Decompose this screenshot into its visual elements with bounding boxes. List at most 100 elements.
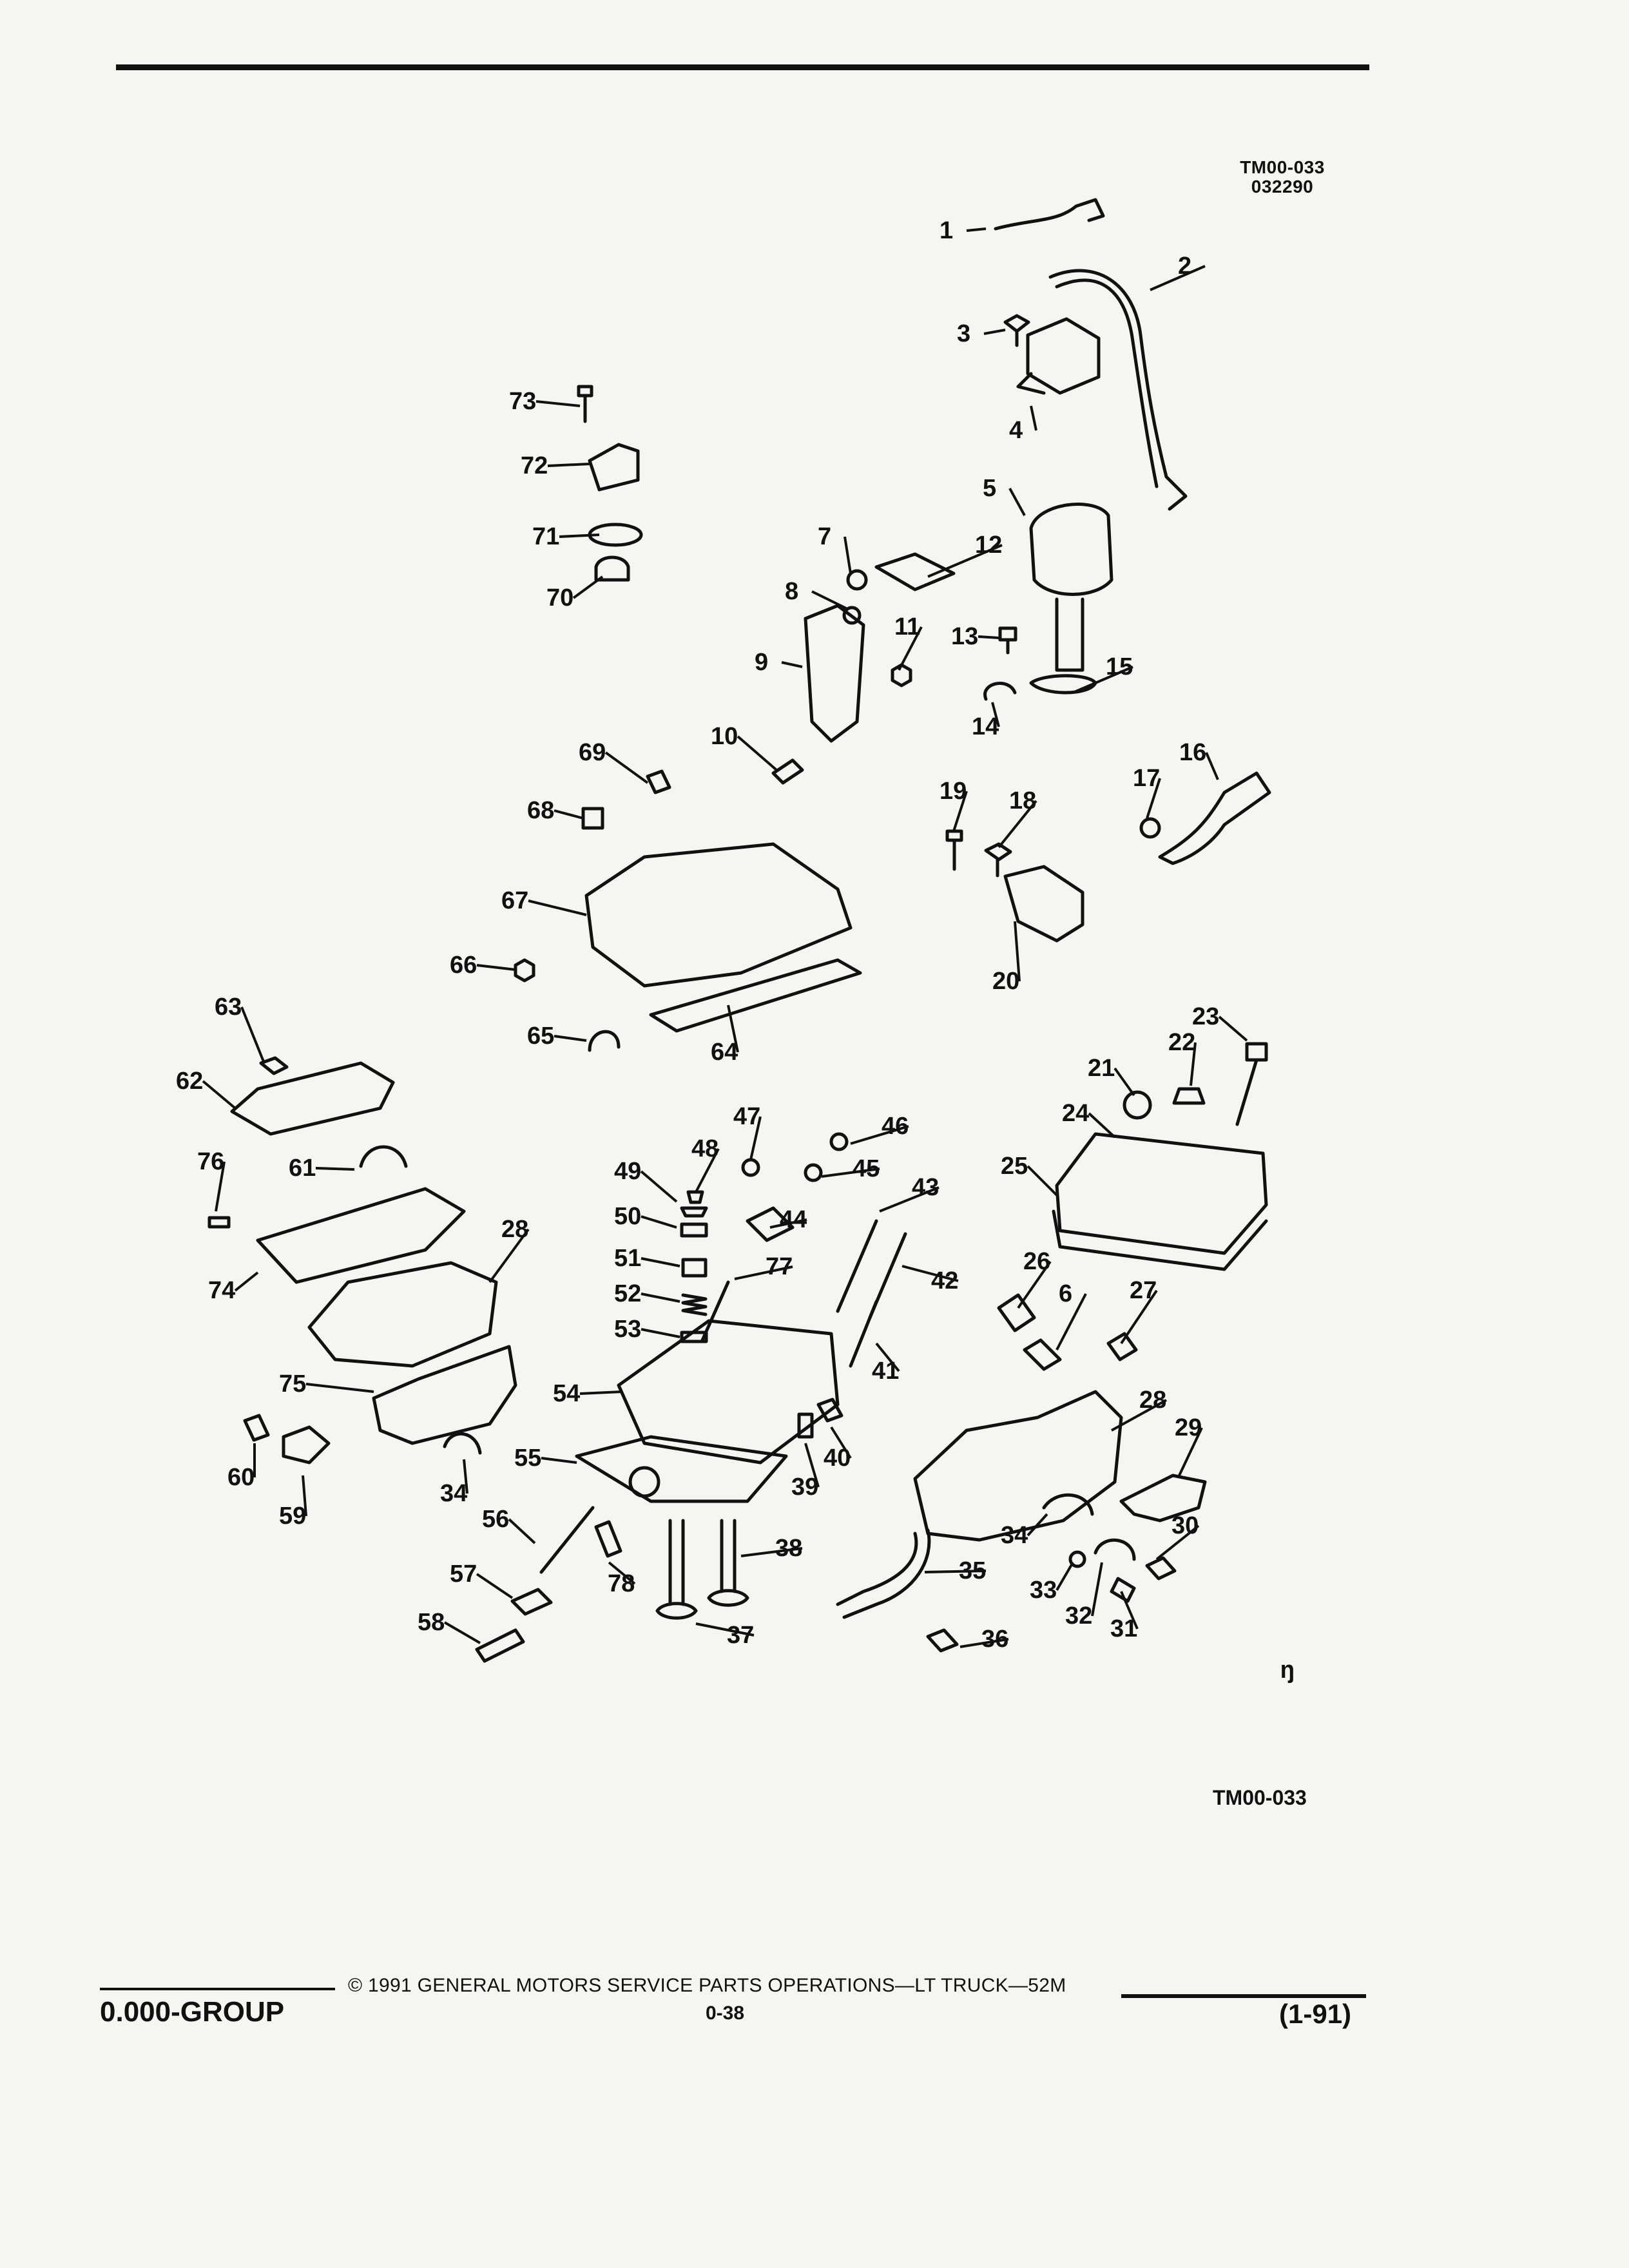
callout-label-77: 77 — [766, 1253, 793, 1280]
callout-label-8: 8 — [785, 578, 798, 605]
callout-label-19: 19 — [940, 778, 967, 805]
callout-label-62: 62 — [176, 1068, 203, 1095]
part-54-cylinder-head — [617, 1319, 840, 1465]
part-43-head-bolt — [836, 1219, 878, 1313]
part-48-keeper — [686, 1190, 704, 1204]
part-56-pushrod — [539, 1506, 595, 1574]
callout-leader-61 — [315, 1167, 355, 1171]
callout-leader-65 — [554, 1035, 587, 1042]
part-51-seal — [681, 1258, 708, 1278]
callout-label-23: 23 — [1192, 1003, 1219, 1030]
callout-label-60: 60 — [227, 1464, 255, 1491]
footer-rule-left — [100, 1988, 335, 1990]
part-57-guide — [510, 1588, 553, 1616]
part-34-clamp-left — [443, 1432, 482, 1455]
part-73-bolt — [577, 385, 593, 423]
callout-leader-23 — [1218, 1015, 1248, 1042]
part-52-spring — [681, 1293, 708, 1316]
callout-leader-4 — [1030, 405, 1037, 431]
part-72-housing — [588, 443, 640, 492]
callout-leader-10 — [737, 735, 778, 771]
callout-leader-1 — [966, 227, 987, 232]
part-28-exhaust-manifold-right — [913, 1390, 1123, 1542]
callout-leader-62 — [202, 1080, 236, 1110]
part-58-lifter — [475, 1628, 525, 1663]
callout-label-20: 20 — [992, 968, 1019, 995]
part-20-bracket — [1003, 865, 1084, 943]
callout-leader-11 — [898, 626, 923, 671]
callout-label-21: 21 — [1088, 1055, 1115, 1082]
footer-page-number: 0-38 — [706, 2003, 745, 2024]
callout-label-57: 57 — [450, 1561, 477, 1588]
callout-leader-8 — [811, 590, 848, 610]
part-74-heat-shield — [256, 1187, 466, 1284]
callout-label-35: 35 — [959, 1557, 986, 1584]
part-1-sensor-lead — [994, 198, 1105, 231]
callout-label-10: 10 — [711, 723, 738, 750]
callout-leader-43 — [879, 1186, 940, 1213]
part-8-fitting — [842, 606, 862, 625]
part-36-fitting — [926, 1628, 959, 1653]
callout-leader-34 — [463, 1459, 468, 1494]
callout-leader-75 — [305, 1383, 374, 1393]
part-26-clip — [997, 1293, 1036, 1332]
callout-label-39: 39 — [791, 1474, 818, 1501]
callout-leader-3 — [983, 329, 1006, 335]
footer-date: (1-91) — [1279, 1999, 1352, 2029]
callout-label-22: 22 — [1168, 1029, 1195, 1056]
part-61-clamp — [359, 1145, 408, 1168]
callout-label-69: 69 — [579, 739, 606, 766]
callout-leader-33 — [1055, 1561, 1074, 1591]
callout-label-72: 72 — [521, 452, 548, 479]
part-10-sensor — [771, 758, 804, 785]
part-35-egr-tube — [836, 1528, 931, 1619]
callout-leader-49 — [640, 1170, 678, 1203]
callout-label-25: 25 — [1001, 1153, 1028, 1180]
callout-leader-56 — [508, 1518, 536, 1544]
part-6-sensor — [1023, 1338, 1062, 1371]
callout-label-50: 50 — [614, 1203, 641, 1230]
part-17-nut — [1139, 817, 1161, 839]
callout-label-43: 43 — [912, 1174, 939, 1201]
part-60-stud — [243, 1414, 270, 1442]
callout-leader-28 — [1111, 1399, 1167, 1432]
part-18-bolt — [984, 842, 1012, 878]
part-63-bolt — [259, 1056, 289, 1075]
callout-leader-59 — [302, 1475, 307, 1517]
callout-leader-18 — [998, 800, 1037, 849]
callout-label-56: 56 — [482, 1506, 509, 1533]
callout-label-76: 76 — [197, 1148, 224, 1175]
part-55-head-gasket — [575, 1435, 788, 1503]
callout-leader-15 — [1072, 666, 1133, 694]
callout-leader-25 — [1027, 1165, 1058, 1196]
part-49-retainer — [680, 1206, 708, 1218]
header-date-code: 032290 — [1251, 177, 1314, 197]
callout-leader-51 — [641, 1257, 680, 1267]
part-19-bolt — [945, 829, 963, 871]
part-2-wire-harness — [1048, 269, 1188, 511]
top-rule — [116, 64, 1369, 70]
part-28-exhaust-manifold-left — [307, 1261, 498, 1368]
part-68-fitting — [581, 807, 604, 830]
part-76-stud — [207, 1216, 231, 1229]
callout-leader-63 — [240, 1006, 265, 1064]
part-47-nut — [741, 1158, 760, 1177]
part-21-grommet — [1123, 1090, 1152, 1120]
part-77-pushrod — [700, 1280, 730, 1342]
callout-leader-31 — [1120, 1591, 1139, 1629]
callout-leader-14 — [991, 702, 1000, 727]
callout-label-53: 53 — [614, 1316, 641, 1343]
callout-leader-54 — [579, 1390, 622, 1395]
part-16-bracket — [1158, 771, 1271, 865]
part-31-stud — [1110, 1577, 1136, 1603]
callout-leader-17 — [1146, 778, 1161, 819]
part-39-plug — [797, 1412, 814, 1439]
footer-group: 0.000-GROUP — [100, 1996, 285, 2028]
callout-leader-29 — [1178, 1427, 1203, 1476]
part-29-heat-shield — [1119, 1474, 1207, 1523]
callout-leader-55 — [541, 1457, 577, 1464]
callout-leader-71 — [559, 533, 600, 538]
part-25-gasket — [1052, 1209, 1268, 1271]
callout-label-61: 61 — [289, 1155, 316, 1182]
callout-label-34: 34 — [440, 1480, 467, 1507]
